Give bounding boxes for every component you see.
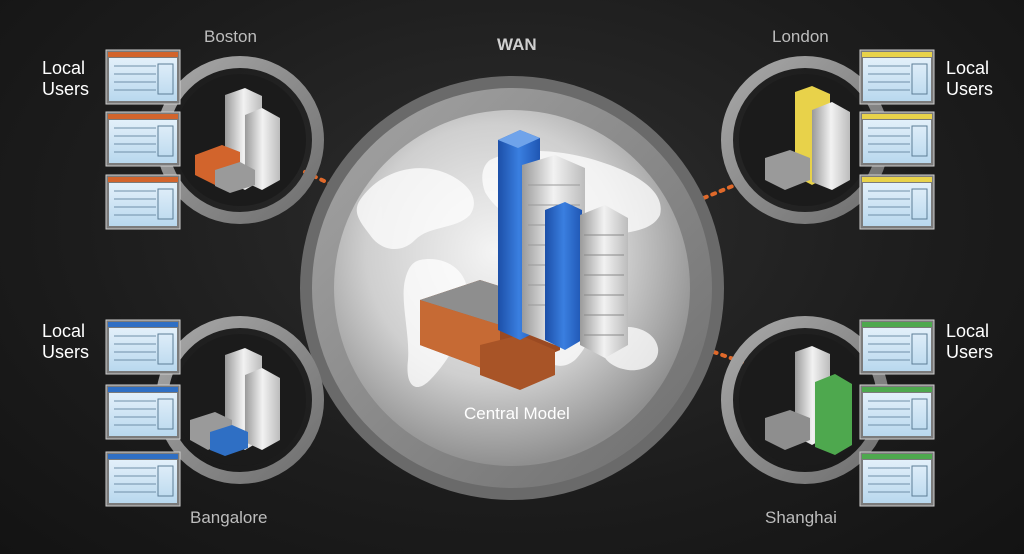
user-screen-bangalore-1: [105, 319, 181, 375]
site-bangalore: [156, 316, 324, 484]
local-users-label-boston: Local Users: [42, 58, 90, 99]
user-screen-london-1: [859, 49, 935, 105]
user-screen-shanghai-2: [859, 384, 935, 440]
local-users-label-london: Local Users: [946, 58, 994, 99]
building-icon: [765, 346, 852, 455]
site-shanghai: [721, 316, 889, 484]
city-label-london: London: [772, 27, 829, 46]
city-label-shanghai: Shanghai: [765, 508, 837, 527]
user-screen-london-3: [859, 174, 935, 230]
building-icon: [195, 88, 280, 193]
central-model-building: [420, 130, 628, 390]
user-screen-boston-1: [105, 49, 181, 105]
wan-title: WAN: [497, 35, 537, 54]
local-users-label-bangalore: Local Users: [42, 321, 90, 362]
user-screen-bangalore-2: [105, 384, 181, 440]
city-label-boston: Boston: [204, 27, 257, 46]
local-users-label-shanghai: Local Users: [946, 321, 994, 362]
central-model-label: Central Model: [464, 404, 570, 423]
user-screen-shanghai-3: [859, 451, 935, 507]
user-screen-boston-3: [105, 174, 181, 230]
user-screen-bangalore-3: [105, 451, 181, 507]
building-icon: [190, 348, 280, 456]
site-boston: [156, 56, 324, 224]
user-screen-shanghai-1: [859, 319, 935, 375]
city-label-bangalore: Bangalore: [190, 508, 268, 527]
user-screen-london-2: [859, 111, 935, 167]
user-screen-boston-2: [105, 111, 181, 167]
building-icon: [765, 86, 850, 190]
